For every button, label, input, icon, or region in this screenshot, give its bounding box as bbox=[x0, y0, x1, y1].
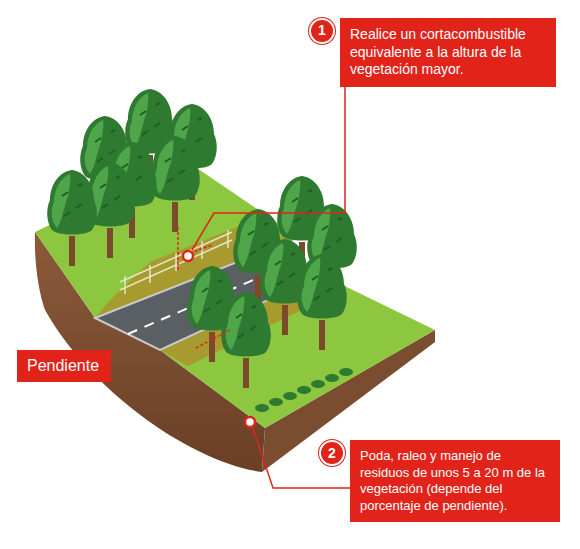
guide-line bbox=[196, 330, 230, 348]
label-text: Pendiente bbox=[27, 356, 99, 376]
number-text: 1 bbox=[318, 22, 326, 40]
slope-label: Pendiente bbox=[17, 350, 111, 382]
callout-number: 1 bbox=[309, 18, 335, 44]
leader-line bbox=[192, 60, 345, 250]
shrub-row bbox=[255, 368, 353, 412]
guide-line bbox=[178, 225, 212, 270]
number-text: 2 bbox=[328, 445, 336, 462]
tree bbox=[47, 170, 97, 266]
leader-marker bbox=[245, 417, 255, 427]
callout-number: 2 bbox=[319, 440, 345, 466]
leader-marker bbox=[183, 251, 193, 261]
label-text: Poda, raleo y manejo de residuos de unos… bbox=[360, 448, 552, 514]
leader-line bbox=[253, 428, 360, 488]
tree bbox=[150, 136, 200, 232]
label-text: Realice un cortacombustible equivalente … bbox=[350, 26, 548, 79]
tree bbox=[221, 292, 271, 388]
tree bbox=[297, 254, 347, 350]
callout-box: Poda, raleo y manejo de residuos de unos… bbox=[350, 440, 560, 522]
callout-box: Realice un cortacombustible equivalente … bbox=[340, 18, 556, 87]
